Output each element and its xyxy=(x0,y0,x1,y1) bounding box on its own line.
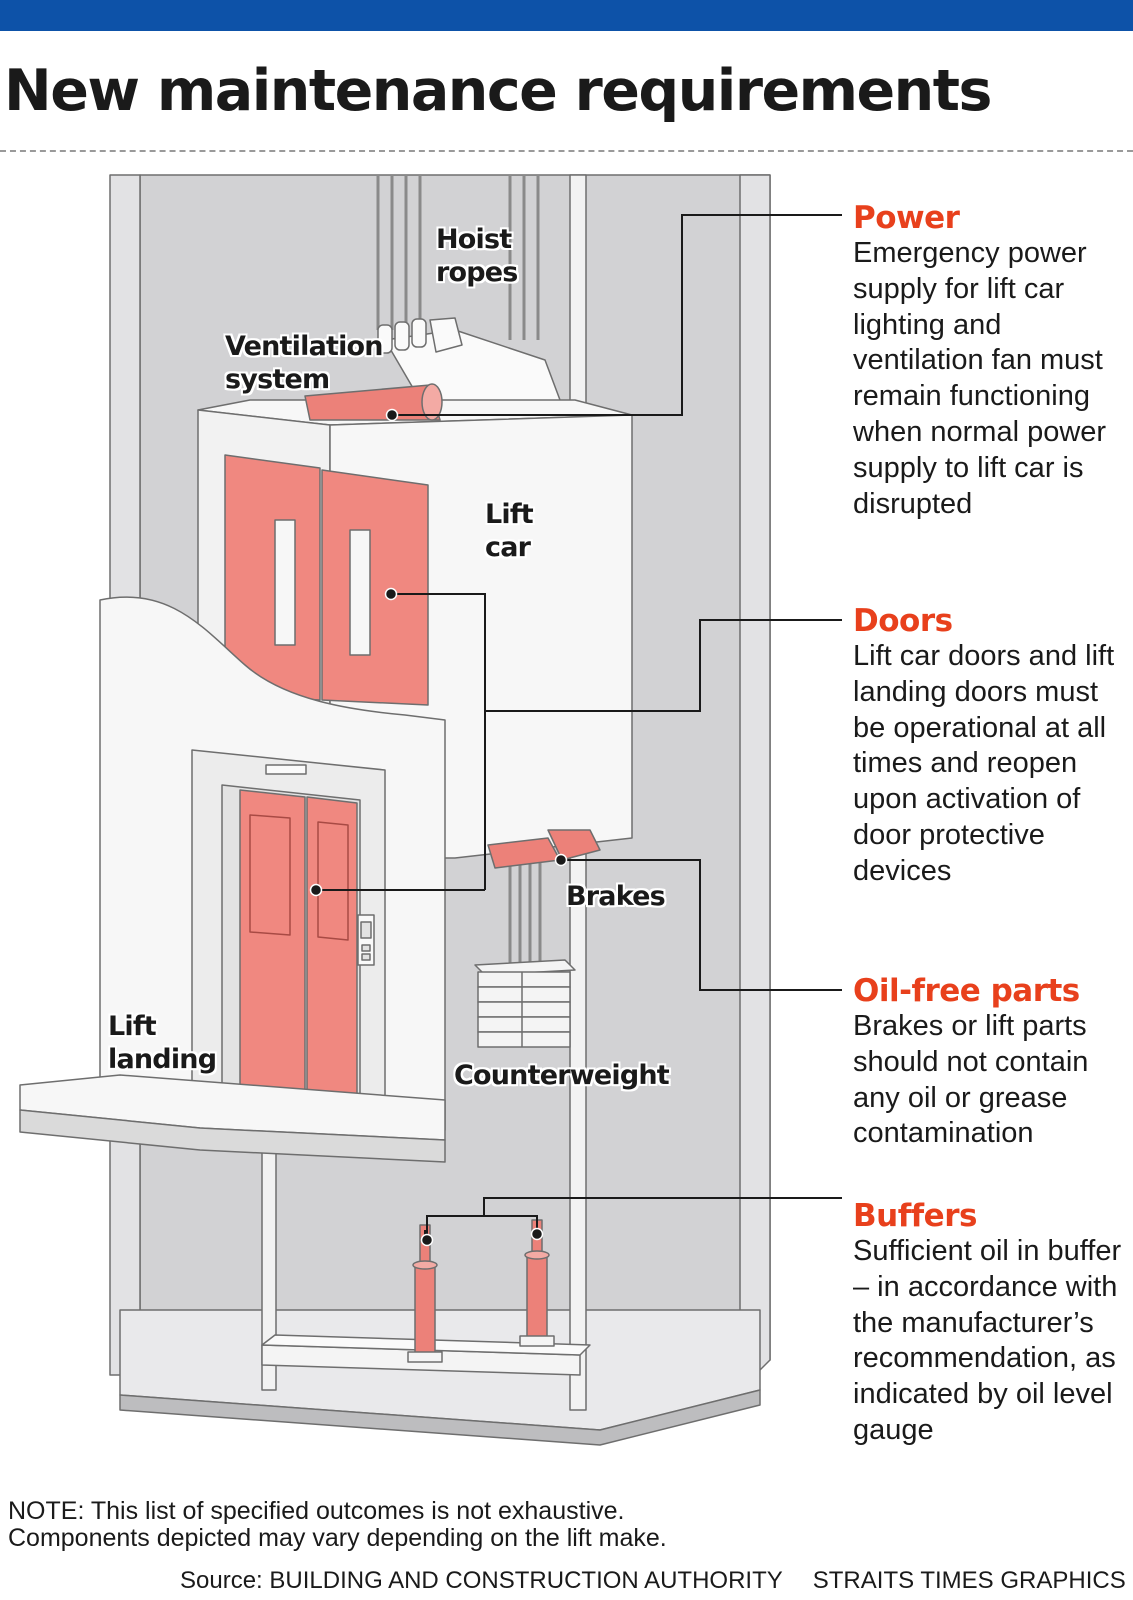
label-lift-landing: Lift landing xyxy=(108,1011,217,1075)
buffer-right xyxy=(519,1219,555,1347)
callout-oil-free: Oil-free parts Brakes or lift parts shou… xyxy=(853,973,1133,1152)
dot-brakes xyxy=(554,853,568,867)
top-color-bar xyxy=(0,0,1133,31)
footnote: NOTE: This list of specified outcomes is… xyxy=(8,1497,667,1552)
dot-landing-door xyxy=(309,883,323,897)
buffer-tree-leader xyxy=(426,1197,842,1240)
title-divider xyxy=(0,150,1133,152)
graphics-credit: STRAITS TIMES GRAPHICS xyxy=(812,1567,1126,1594)
page-title: New maintenance requirements xyxy=(4,58,992,124)
dot-buffer-left xyxy=(420,1233,434,1247)
label-counterweight: Counterweight xyxy=(454,1060,670,1091)
callout-power: Power Emergency power supply for lift ca… xyxy=(853,200,1133,522)
ventilation-fan xyxy=(304,383,443,421)
callout-doors: Doors Lift car doors and lift landing do… xyxy=(853,603,1133,890)
call-button-panel xyxy=(357,914,375,966)
dot-power xyxy=(385,408,399,422)
floor-indicator xyxy=(265,764,307,775)
callout-buffers: Buffers Sufficient oil in buffer – in ac… xyxy=(853,1198,1133,1449)
callout-doors-title: Doors xyxy=(853,603,953,639)
lift-car-doors xyxy=(224,454,429,706)
landing-floor-edge xyxy=(19,1109,446,1163)
dot-buffer-right xyxy=(530,1227,544,1241)
pit-floor-edge xyxy=(119,1389,761,1446)
callout-oil-free-text: Brakes or lift parts should not contain … xyxy=(853,1010,1089,1150)
label-lift-car: Lift car xyxy=(485,499,534,563)
callout-doors-text: Lift car doors and lift landing doors mu… xyxy=(853,640,1115,887)
leader-doors xyxy=(391,593,842,712)
label-hoist-ropes: Hoist ropes xyxy=(436,224,518,288)
source-credit: Source: BUILDING AND CONSTRUCTION AUTHOR… xyxy=(180,1567,783,1594)
leader-oil-free xyxy=(561,859,842,991)
credits-line: Source: BUILDING AND CONSTRUCTION AUTHOR… xyxy=(180,1567,1126,1595)
counterweight xyxy=(474,959,576,1048)
hoist-ropes xyxy=(376,175,540,340)
landing-doors xyxy=(239,789,358,1113)
leader-lines xyxy=(316,214,842,1240)
callout-oil-free-title: Oil-free parts xyxy=(853,973,1080,1009)
callout-buffers-title: Buffers xyxy=(853,1198,977,1234)
label-brakes: Brakes xyxy=(566,881,666,912)
leader-dots xyxy=(309,408,568,1247)
dot-car-door xyxy=(384,587,398,601)
label-ventilation-system: Ventilation system xyxy=(225,331,384,395)
callout-buffers-text: Sufficient oil in buffer – in accordance… xyxy=(853,1235,1122,1446)
callout-power-text: Emergency power supply for lift car ligh… xyxy=(853,237,1107,520)
shaft-right-wall xyxy=(739,174,771,1391)
counterweight-ropes xyxy=(508,860,542,970)
callout-power-title: Power xyxy=(853,200,960,236)
leader-power xyxy=(392,214,842,416)
